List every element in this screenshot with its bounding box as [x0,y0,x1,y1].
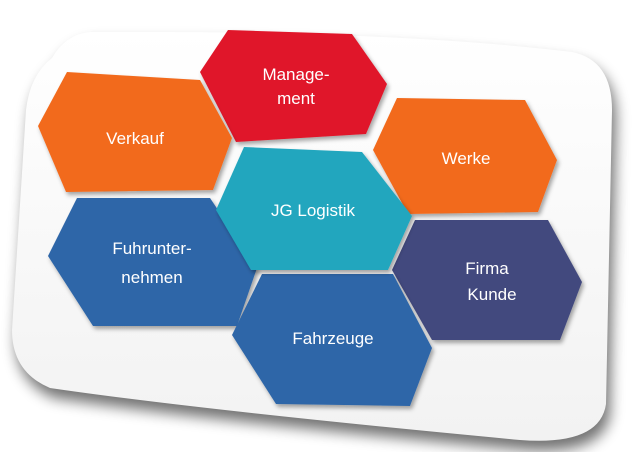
hex-management-label-1: Manage- [262,65,329,84]
hex-fahrzeuge: Fahrzeuge [232,274,432,406]
hex-fuhrunternehmen-label-2: nehmen [121,268,182,287]
hex-firma-kunde-label-2: Kunde [467,285,516,304]
hex-fuhrunternehmen-label-1: Fuhrunter- [112,239,191,258]
hex-werke-label: Werke [442,149,491,168]
hex-management-label-2: ment [277,89,315,108]
hex-fuhrunternehmen: Fuhrunter- nehmen [48,198,257,326]
hex-management: Manage- ment [200,30,387,142]
hex-firma-kunde: Firma Kunde [392,220,582,340]
hex-center-jg-logistik: JG Logistik [216,147,412,270]
hex-firma-kunde-label-1: Firma [465,259,509,278]
center-label: JG Logistik [271,201,356,220]
hex-verkauf: Verkauf [38,72,232,192]
hex-fahrzeuge-label: Fahrzeuge [292,329,373,348]
hex-verkauf-label: Verkauf [106,129,164,148]
hex-werke: Werke [373,98,557,214]
